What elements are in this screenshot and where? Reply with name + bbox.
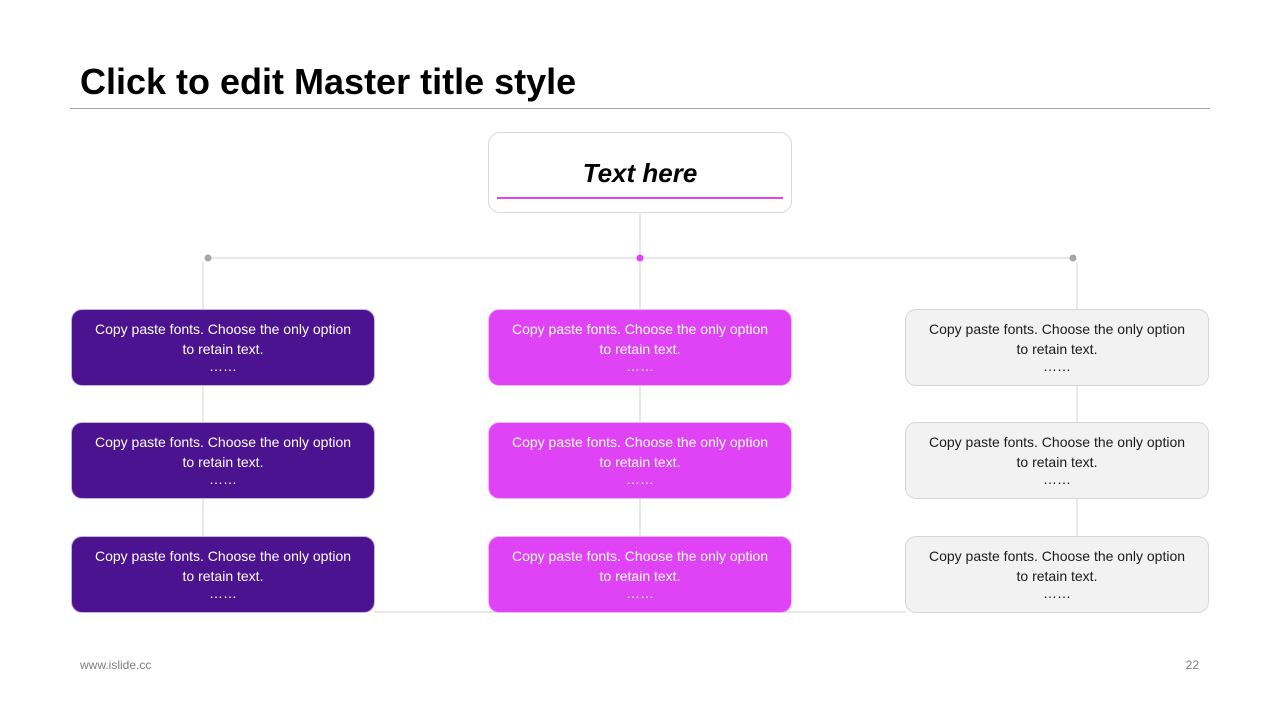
node-text-line2: to retain text. [1016, 340, 1098, 357]
node-ellipsis: …… [1043, 358, 1071, 374]
left-node-1[interactable]: Copy paste fonts. Choose the only option… [71, 309, 375, 386]
center-junction-dot [636, 254, 644, 262]
node-ellipsis: …… [209, 585, 237, 601]
right-node-2[interactable]: Copy paste fonts. Choose the only option… [905, 422, 1209, 499]
root-underline [497, 197, 783, 199]
right-node-3[interactable]: Copy paste fonts. Choose the only option… [905, 536, 1209, 613]
node-text-line2: to retain text. [182, 567, 264, 584]
page-number: 22 [1185, 658, 1199, 672]
node-ellipsis: …… [626, 358, 654, 374]
node-text-line2: to retain text. [599, 567, 681, 584]
node-text-line1: Copy paste fonts. Choose the only option [94, 321, 352, 337]
right-junction-dot [1069, 254, 1077, 262]
middle-node-3[interactable]: Copy paste fonts. Choose the only option… [488, 536, 792, 613]
node-ellipsis: …… [1043, 471, 1071, 487]
node-text-line2: to retain text. [599, 340, 681, 357]
slide-title[interactable]: Click to edit Master title style [80, 61, 577, 102]
node-text-line1: Copy paste fonts. Choose the only option [94, 434, 352, 450]
root-label: Text here [582, 158, 698, 188]
node-text-line1: Copy paste fonts. Choose the only option [928, 321, 1186, 337]
node-text-line1: Copy paste fonts. Choose the only option [511, 548, 769, 564]
node-ellipsis: …… [1043, 585, 1071, 601]
node-ellipsis: …… [209, 358, 237, 374]
node-text-line1: Copy paste fonts. Choose the only option [94, 548, 352, 564]
node-text-line1: Copy paste fonts. Choose the only option [928, 548, 1186, 564]
node-ellipsis: …… [626, 585, 654, 601]
node-text-line2: to retain text. [182, 453, 264, 470]
middle-node-1[interactable]: Copy paste fonts. Choose the only option… [488, 309, 792, 386]
node-text-line1: Copy paste fonts. Choose the only option [928, 434, 1186, 450]
root-node[interactable]: Text here [488, 132, 792, 213]
node-text-line2: to retain text. [182, 340, 264, 357]
middle-node-2[interactable]: Copy paste fonts. Choose the only option… [488, 422, 792, 499]
node-text-line2: to retain text. [1016, 453, 1098, 470]
node-text-line2: to retain text. [1016, 567, 1098, 584]
node-ellipsis: …… [209, 471, 237, 487]
node-text-line1: Copy paste fonts. Choose the only option [511, 321, 769, 337]
footer-url: www.islide.cc [80, 658, 152, 672]
title-divider [70, 108, 1210, 109]
node-text-line1: Copy paste fonts. Choose the only option [511, 434, 769, 450]
node-text-line2: to retain text. [599, 453, 681, 470]
left-node-2[interactable]: Copy paste fonts. Choose the only option… [71, 422, 375, 499]
left-node-3[interactable]: Copy paste fonts. Choose the only option… [71, 536, 375, 613]
right-node-1[interactable]: Copy paste fonts. Choose the only option… [905, 309, 1209, 386]
node-ellipsis: …… [626, 471, 654, 487]
left-junction-dot [204, 254, 212, 262]
